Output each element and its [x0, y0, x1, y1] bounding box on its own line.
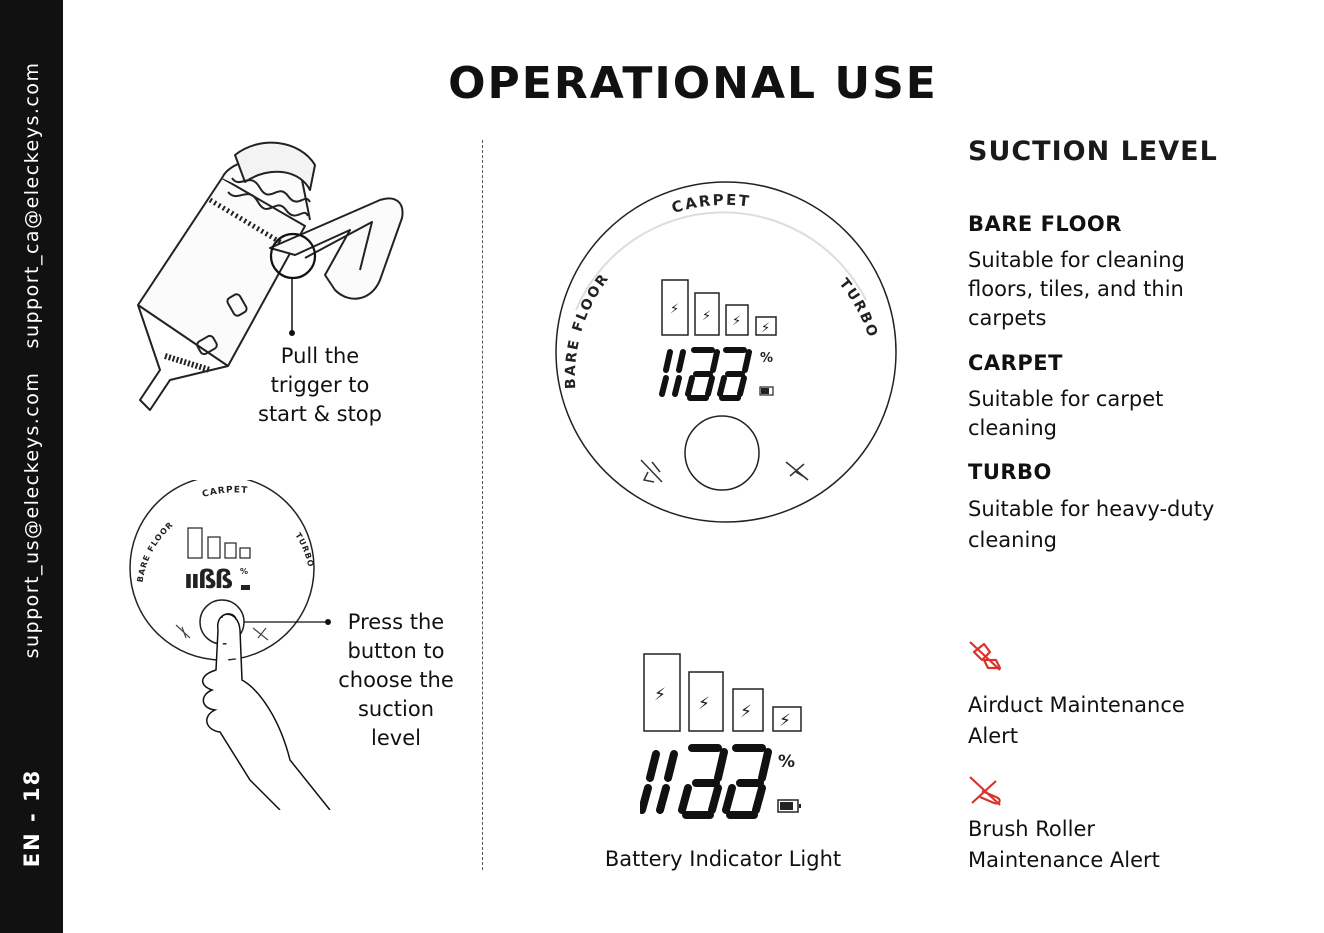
description-line: carpets — [968, 306, 1047, 330]
mode-description: Suitable for heavy-duty cleaning — [968, 494, 1258, 556]
brush-roller-alert-label: Brush Roller Maintenance Alert — [968, 814, 1258, 876]
sidebar: support_ca@eleckeys.com support_us@eleck… — [0, 0, 63, 933]
small-dial-percent: % — [240, 567, 248, 576]
support-email-us[interactable]: support_us@eleckeys.com — [21, 371, 43, 659]
mode-name: TURBO — [968, 460, 1052, 484]
description-line: floors, tiles, and thin — [968, 277, 1184, 301]
button-caption-line: choose the — [338, 668, 454, 692]
alert-label-line: Alert — [968, 724, 1018, 748]
svg-text:⚡: ⚡ — [670, 302, 679, 317]
brush-roller-alert-icon — [969, 776, 1001, 806]
battery-indicator-closeup: ⚡ ⚡ ⚡ ⚡ % — [640, 653, 802, 819]
large-control-dial: CARPET BARE FLOOR TURBO ⚡⚡⚡⚡ % — [555, 181, 897, 523]
mode-description: Suitable for cleaning floors, tiles, and… — [968, 246, 1258, 333]
column-divider — [482, 140, 483, 870]
suction-button[interactable] — [684, 415, 760, 491]
button-caption-line: suction — [357, 697, 435, 721]
alert-label-line: Airduct Maintenance — [968, 693, 1185, 717]
description-line: Suitable for carpet — [968, 387, 1164, 411]
button-caption: Press the button to choose the suction l… — [326, 608, 466, 753]
button-caption-line: level — [371, 726, 421, 750]
svg-text:⚡: ⚡ — [740, 702, 752, 722]
mode-description: Suitable for carpet cleaning — [968, 385, 1258, 443]
trigger-caption-line: Pull the — [280, 344, 360, 368]
vacuum-handle-illustration — [137, 141, 404, 411]
mode-turbo: TURBO Suitable for heavy-duty cleaning — [968, 460, 1258, 556]
svg-text:ııßß: ııßß — [184, 565, 233, 595]
alert-label-line: Maintenance Alert — [968, 848, 1160, 872]
mode-name: BARE FLOOR — [968, 212, 1122, 236]
mode-name: CARPET — [968, 351, 1063, 375]
svg-text:⚡: ⚡ — [698, 694, 710, 714]
svg-text:⚡: ⚡ — [779, 711, 791, 731]
trigger-caption: Pull the trigger to start & stop — [240, 342, 400, 429]
airduct-alert-label: Airduct Maintenance Alert — [968, 690, 1258, 752]
large-dial-percent: % — [760, 351, 773, 366]
description-line: Suitable for cleaning — [968, 248, 1185, 272]
svg-text:⚡: ⚡ — [654, 685, 666, 705]
page-number: EN - 18 — [20, 768, 44, 868]
small-control-dial: CARPET BARE FLOOR TURBO ııßß % — [129, 480, 331, 810]
button-caption-line: Press the — [347, 610, 445, 634]
description-line: Suitable for heavy-duty — [968, 497, 1215, 521]
trigger-caption-line: trigger to — [270, 373, 370, 397]
airduct-alert-icon — [969, 641, 1002, 671]
mode-carpet: CARPET Suitable for carpet cleaning — [968, 351, 1258, 443]
page-title: OPERATIONAL USE — [448, 58, 938, 109]
trigger-caption-line: start & stop — [258, 402, 382, 426]
mode-bare-floor: BARE FLOOR Suitable for cleaning floors,… — [968, 212, 1258, 333]
alert-label-line: Brush Roller — [968, 817, 1095, 841]
svg-text:⚡: ⚡ — [732, 314, 741, 329]
battery-caption: Battery Indicator Light — [604, 847, 842, 871]
svg-text:⚡: ⚡ — [702, 309, 711, 324]
svg-text:⚡: ⚡ — [761, 321, 770, 336]
button-caption-line: button to — [347, 639, 445, 663]
battery-percent: % — [778, 752, 795, 772]
description-line: cleaning — [968, 528, 1057, 552]
description-line: cleaning — [968, 416, 1057, 440]
suction-heading: SUCTION LEVEL — [968, 136, 1218, 167]
